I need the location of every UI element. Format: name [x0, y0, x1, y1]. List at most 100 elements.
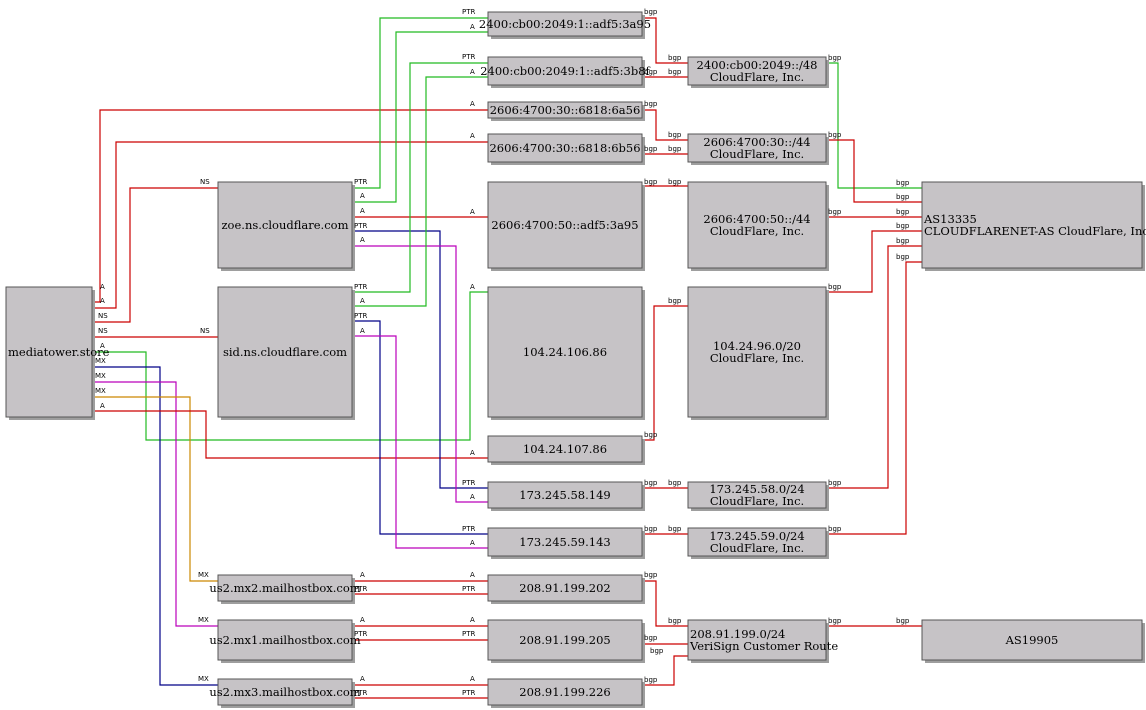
node-ip-205[interactable]: 208.91.199.205 — [487, 619, 645, 663]
elabel-bgp-34: bgp — [896, 253, 910, 261]
node-label-pfx-173-58-2: CloudFlare, Inc. — [710, 494, 804, 508]
edge-bgp-pfx104-as13335 — [826, 230, 922, 293]
elabel-58-ptr: PTR — [462, 479, 475, 487]
node-ip6-6a56[interactable]: 2606:4700:30::6818:6a56 — [487, 101, 645, 121]
elabel-bgp-33: bgp — [896, 237, 910, 245]
elabel-bgp-22: bgp — [828, 54, 842, 62]
edge-mediatower-ns-zoe — [92, 187, 218, 323]
elabel-ip6-50-a: A — [470, 208, 475, 216]
node-label-ip-59: 173.245.59.143 — [519, 535, 610, 549]
node-label-ip-226: 208.91.199.226 — [519, 685, 610, 699]
edge-zoe-a-58 — [352, 245, 488, 503]
elabel-bgp-7: bgp — [644, 479, 658, 487]
node-ip-226[interactable]: 208.91.199.226 — [487, 678, 645, 708]
node-mx2[interactable]: us2.mx2.mailhostbox.com — [209, 574, 361, 604]
edge-sid-a-59 — [352, 335, 488, 549]
elabel-sid-a-2: A — [360, 327, 365, 335]
elabel-zoe-ptr-2: PTR — [354, 222, 367, 230]
node-label-ip6-6b56: 2606:4700:30::6818:6b56 — [489, 141, 640, 155]
elabel-sid-ptr-2: PTR — [354, 312, 367, 320]
edge-mediatower-mx-mx3 — [92, 366, 218, 686]
elabel-a-1: A — [100, 283, 105, 291]
node-label-ip-106: 104.24.106.86 — [523, 345, 607, 359]
elabel-bgp-1: bgp — [644, 8, 658, 16]
edge-mediatower-a-107 — [92, 410, 488, 459]
elabel-bgp-9: bgp — [644, 571, 658, 579]
node-label-mx3: us2.mx3.mailhostbox.com — [209, 685, 360, 699]
nodes-layer: mediatower.store zoe.ns.cloudflare.com sid… — [5, 11, 1146, 708]
node-ip-59[interactable]: 173.245.59.143 — [487, 527, 645, 559]
edge-bgp-6a56-pfx2606-30 — [642, 109, 688, 141]
elabel-sid-ptr-1: PTR — [354, 283, 367, 291]
elabel-226-a: A — [470, 675, 475, 683]
node-label-mx2: us2.mx2.mailhostbox.com — [209, 581, 360, 595]
node-sid[interactable]: sid.ns.cloudflare.com — [217, 286, 355, 420]
node-label-ip-58: 173.245.58.149 — [519, 488, 610, 502]
elabel-mx-3: MX — [95, 387, 106, 395]
elabel-mx3: MX — [198, 675, 209, 683]
elabel-mx3-ptr: PTR — [354, 689, 367, 697]
node-as19905[interactable]: AS19905 — [921, 619, 1145, 663]
node-zoe[interactable]: zoe.ns.cloudflare.com — [217, 181, 355, 271]
elabel-zoe-ptr-1: PTR — [354, 178, 367, 186]
node-label-pfx-173-58-1: 173.245.58.0/24 — [709, 482, 804, 496]
edge-bgp-pfx2606-30-as13335 — [826, 139, 922, 203]
node-ip6-6b56[interactable]: 2606:4700:30::6818:6b56 — [487, 133, 645, 165]
node-ip-106[interactable]: 104.24.106.86 — [487, 286, 645, 420]
elabel-mx1-a: A — [360, 616, 365, 624]
elabel-bgp-5: bgp — [644, 178, 658, 186]
elabel-mx1: MX — [198, 616, 209, 624]
node-label-ip6-50: 2606:4700:50::adf5:3a95 — [491, 218, 638, 232]
node-label-pfx-2606-30-2: CloudFlare, Inc. — [710, 147, 804, 161]
edge-bgp-3a95-pfx2400 — [642, 17, 688, 64]
node-label-ip6-3b8f: 2400:cb00:2049:1::adf5:3b8f — [480, 64, 650, 78]
node-ip6-3b8f[interactable]: 2400:cb00:2049:1::adf5:3b8f — [480, 56, 651, 88]
elabel-bgp-23: bgp — [828, 131, 842, 139]
node-mx1[interactable]: us2.mx1.mailhostbox.com — [209, 619, 361, 663]
node-label-pfx-173-59-2: CloudFlare, Inc. — [710, 541, 804, 555]
elabel-mx2-a: A — [360, 571, 365, 579]
edge-bgp-pfx173-58-as13335 — [826, 245, 922, 489]
elabel-bgp-27: bgp — [828, 525, 842, 533]
node-ip-58[interactable]: 173.245.58.149 — [487, 481, 645, 511]
elabel-3b8f-a: A — [470, 68, 475, 76]
elabel-mx2-ptr: PTR — [354, 585, 367, 593]
elabel-bgp-18: bgp — [668, 297, 682, 305]
edge-zoe-ptr-58 — [352, 230, 488, 489]
elabel-mx2: MX — [198, 571, 209, 579]
edge-sid-ptr-3b8f — [352, 62, 488, 293]
node-label-as13335-2: CLOUDFLARENET-AS CloudFlare, Inc. — [924, 224, 1146, 238]
node-ip6-3a95[interactable]: 2400:cb00:2049:1::adf5:3a95 — [479, 11, 651, 39]
edge-mediatower-a-6a56 — [92, 109, 488, 303]
node-label-ip-107: 104.24.107.86 — [523, 442, 607, 456]
elabel-106-a: A — [470, 283, 475, 291]
elabel-bgp-10: bgp — [644, 634, 658, 642]
elabel-ns-sid: NS — [200, 327, 210, 335]
node-label-ip6-3a95: 2400:cb00:2049:1::adf5:3a95 — [479, 17, 651, 31]
edge-labels-layer: AANSNSAMXMXMXANSNSPTRAAPTRAPTRAPTRAPTRAP… — [95, 8, 910, 697]
node-label-pfx-2606-50-2: CloudFlare, Inc. — [710, 224, 804, 238]
node-mx3[interactable]: us2.mx3.mailhostbox.com — [209, 678, 361, 708]
edge-bgp-pfx2400-as13335 — [826, 62, 922, 189]
node-label-pfx-104-2: CloudFlare, Inc. — [710, 351, 804, 365]
node-ip6-50[interactable]: 2606:4700:50::adf5:3a95 — [487, 181, 645, 271]
elabel-bgp-31: bgp — [896, 208, 910, 216]
node-ip-202[interactable]: 208.91.199.202 — [487, 574, 645, 604]
elabel-a-4: A — [100, 402, 105, 410]
node-ip-107[interactable]: 104.24.107.86 — [487, 435, 645, 465]
elabel-mx1-ptr: PTR — [354, 630, 367, 638]
node-mediatower[interactable]: mediatower.store — [5, 286, 110, 420]
edge-sid-a-3b8f — [352, 76, 488, 307]
elabel-bgp-19: bgp — [668, 479, 682, 487]
elabel-107-a: A — [470, 449, 475, 457]
node-label-mediatower: mediatower.store — [8, 345, 110, 359]
edge-zoe-ptr-3a95 — [352, 17, 488, 189]
